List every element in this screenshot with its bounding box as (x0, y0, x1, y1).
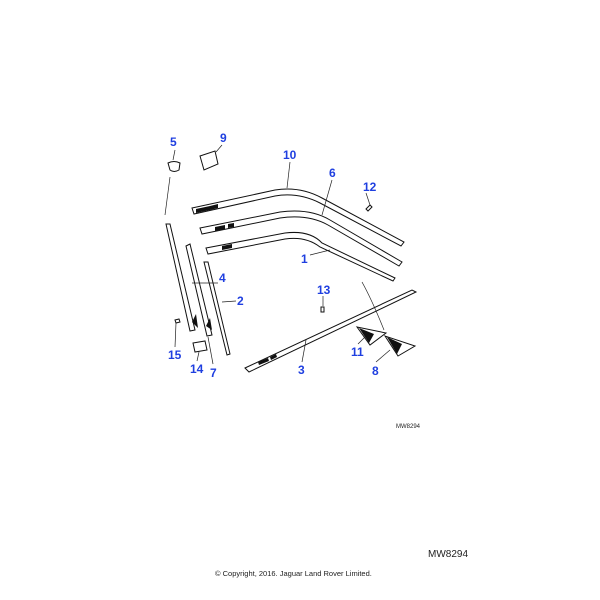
callout-10[interactable]: 10 (283, 148, 297, 162)
part-3-sill-strip (244, 289, 418, 373)
part-1-rail (205, 232, 396, 282)
diagram-reference: MW8294 (428, 549, 469, 560)
part-6-rail (199, 210, 403, 267)
part-4-pillar (165, 223, 213, 337)
part-15-screw (174, 318, 181, 324)
callout-13[interactable]: 13 (317, 283, 331, 297)
part-2-pillar (203, 261, 231, 356)
part-9-clip (199, 150, 219, 171)
callout-4[interactable]: 4 (219, 271, 226, 285)
callout-12[interactable]: 12 (363, 180, 377, 194)
part-14-clip (192, 340, 208, 353)
callout-11[interactable]: 11 (351, 345, 364, 359)
part-8-bracket (383, 335, 417, 357)
part-12-screw (365, 204, 373, 212)
part-10-top-rail (191, 188, 405, 247)
part-11-bracket (355, 326, 388, 346)
callout-3[interactable]: 3 (298, 363, 305, 377)
diagram-reference-small: MW8294 (396, 424, 421, 430)
copyright-notice: © Copyright, 2016. Jaguar Land Rover Lim… (215, 569, 372, 578)
callout-6[interactable]: 6 (329, 166, 336, 180)
callout-8[interactable]: 8 (372, 364, 379, 378)
part-5-cap (164, 161, 181, 216)
callout-15[interactable]: 15 (168, 348, 182, 362)
callout-9[interactable]: 9 (220, 131, 227, 145)
callout-5[interactable]: 5 (170, 135, 177, 149)
callout-2[interactable]: 2 (237, 294, 244, 308)
callout-7[interactable]: 7 (210, 366, 217, 380)
callout-14[interactable]: 14 (190, 362, 204, 376)
callout-1[interactable]: 1 (301, 252, 308, 266)
part-13-screw (320, 306, 325, 313)
